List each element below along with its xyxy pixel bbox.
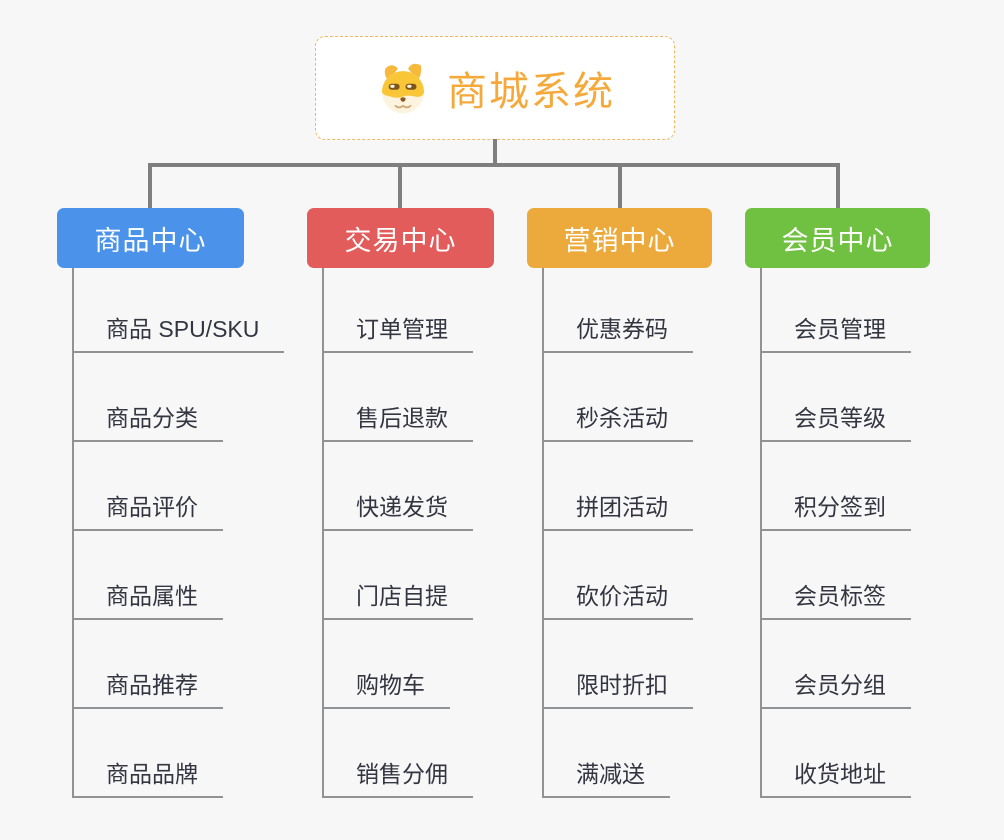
leaf-node[interactable]: 优惠券码 (542, 315, 693, 353)
connector-drop-product (148, 165, 152, 209)
spine-member-center (760, 268, 762, 798)
leaf-node[interactable]: 门店自提 (322, 582, 473, 620)
leaf-node[interactable]: 订单管理 (322, 315, 473, 353)
connector-drop-member (836, 165, 840, 209)
leaf-node[interactable]: 积分签到 (760, 493, 911, 531)
leaf-node[interactable]: 商品推荐 (72, 671, 223, 709)
leaf-node[interactable]: 秒杀活动 (542, 404, 693, 442)
leaf-node[interactable]: 购物车 (322, 671, 450, 709)
leaf-node[interactable]: 售后退款 (322, 404, 473, 442)
leaf-node[interactable]: 会员标签 (760, 582, 911, 620)
leaf-node[interactable]: 拼团活动 (542, 493, 693, 531)
branch-node-marketing-center[interactable]: 营销中心 (527, 208, 712, 268)
connector-drop-trade (398, 165, 402, 209)
root-title: 商城系统 (447, 70, 615, 114)
leaf-node[interactable]: 会员管理 (760, 315, 911, 353)
leaf-node[interactable]: 会员分组 (760, 671, 911, 709)
leaf-node[interactable]: 商品 SPU/SKU (72, 315, 285, 353)
leaf-node[interactable]: 会员等级 (760, 404, 911, 442)
spine-trade-center (322, 268, 324, 798)
leaf-node[interactable]: 商品分类 (72, 404, 223, 442)
leaf-node[interactable]: 商品属性 (72, 582, 223, 620)
leaf-node[interactable]: 砍价活动 (542, 582, 693, 620)
leaf-node[interactable]: 收货地址 (760, 760, 911, 798)
leaf-node[interactable]: 限时折扣 (542, 671, 693, 709)
leaf-node[interactable]: 商品评价 (72, 493, 223, 531)
doge-icon (381, 63, 425, 114)
leaf-node[interactable]: 快递发货 (322, 493, 473, 531)
leaf-node[interactable]: 销售分佣 (322, 760, 473, 798)
root-node-mall-system[interactable]: 商城系统 (315, 36, 675, 140)
connector-horizontal (148, 163, 840, 167)
leaf-node[interactable]: 商品品牌 (72, 760, 223, 798)
spine-product-center (72, 268, 74, 798)
branch-node-member-center[interactable]: 会员中心 (745, 208, 930, 268)
leaf-node[interactable]: 满减送 (542, 760, 670, 798)
branch-node-product-center[interactable]: 商品中心 (57, 208, 244, 268)
spine-marketing-center (542, 268, 544, 798)
branch-node-trade-center[interactable]: 交易中心 (307, 208, 494, 268)
connector-drop-marketing (618, 165, 622, 209)
connector-root-stub (493, 139, 497, 166)
